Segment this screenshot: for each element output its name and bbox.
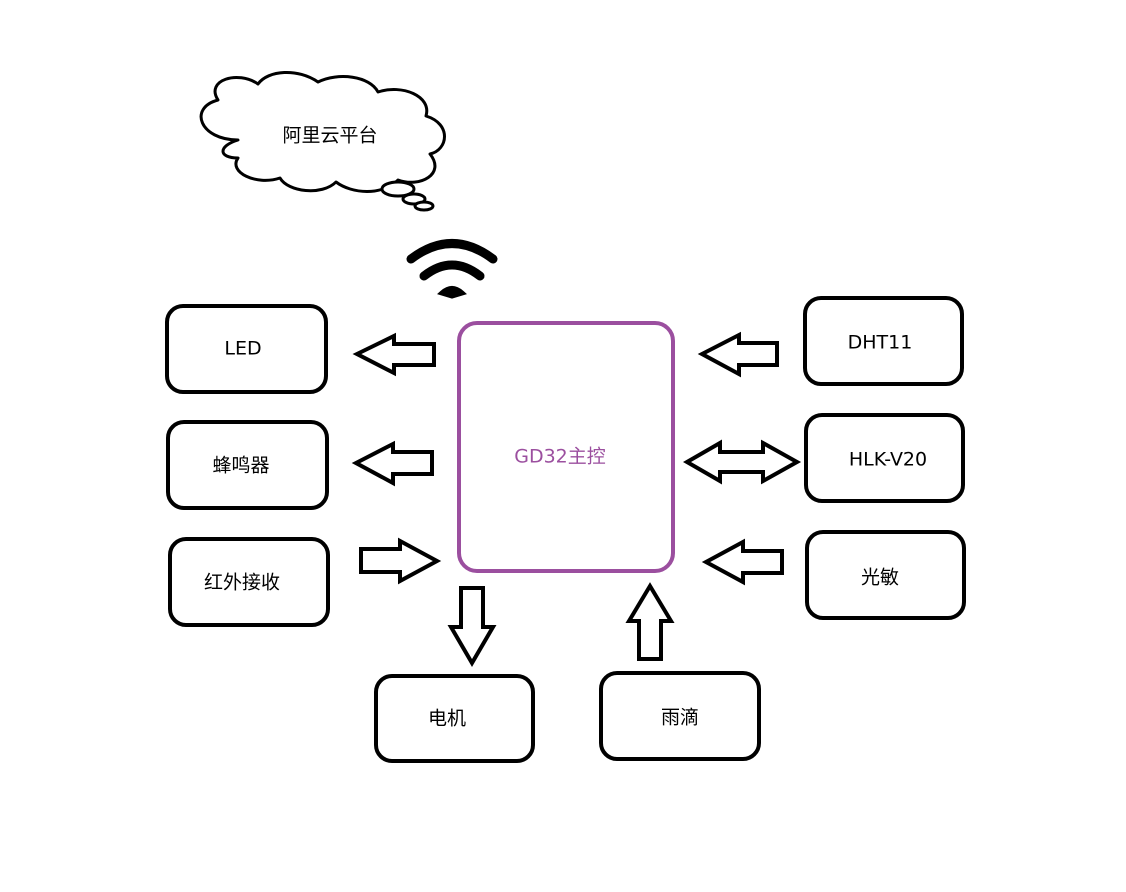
module-dht11: DHT11 (803, 296, 964, 386)
arrow-to-buzzer (351, 440, 434, 487)
module-raindrop-label: 雨滴 (661, 707, 699, 729)
module-photosensitive-label: 光敏 (861, 567, 899, 589)
cloud-node: 阿里云平台 (199, 70, 446, 212)
cloud-bubble-large (380, 180, 416, 198)
cloud-icon (199, 70, 446, 193)
module-ir-receiver-box (168, 537, 330, 627)
module-led-box (165, 304, 328, 394)
module-buzzer-label: 蜂鸣器 (212, 455, 269, 477)
module-dht11-box (803, 296, 964, 386)
module-ir-receiver-label: 红外接收 (204, 572, 280, 594)
arrow-to-led (352, 332, 436, 377)
module-buzzer-box (166, 420, 329, 510)
module-motor: 电机 (374, 674, 535, 763)
module-hlk-v20: HLK-V20 (804, 413, 965, 503)
arrow-from-raindrop (625, 582, 675, 661)
arrow-from-ir-receiver (359, 537, 442, 585)
wifi-dot (437, 286, 467, 299)
module-led: LED (165, 304, 328, 394)
module-dht11-label: DHT11 (848, 332, 913, 354)
module-photosensitive: 光敏 (805, 530, 966, 620)
module-raindrop-box (599, 671, 761, 761)
module-buzzer: 蜂鸣器 (166, 420, 329, 510)
wifi-icon (406, 239, 498, 299)
main-controller-box (457, 321, 675, 573)
arrow-from-photosensitive (701, 538, 784, 586)
arrow-from-dht11 (697, 331, 779, 378)
wifi-arc-outer (406, 239, 498, 264)
module-hlk-v20-label: HLK-V20 (849, 449, 927, 471)
module-hlk-v20-box (804, 413, 965, 503)
module-motor-label: 电机 (428, 708, 466, 730)
cloud-label: 阿里云平台 (282, 125, 377, 147)
cloud-bubble-small (413, 200, 435, 212)
module-led-label: LED (224, 338, 261, 360)
module-motor-box (374, 674, 535, 763)
module-raindrop: 雨滴 (599, 671, 761, 761)
module-ir-receiver: 红外接收 (168, 537, 330, 627)
arrow-to-motor (447, 586, 497, 667)
main-controller: GD32主控 (457, 321, 675, 573)
module-photosensitive-box (805, 530, 966, 620)
arrow-hlk-v20-bidirectional (682, 439, 802, 485)
wifi-arc-middle (419, 260, 485, 281)
main-controller-label: GD32主控 (514, 446, 606, 468)
